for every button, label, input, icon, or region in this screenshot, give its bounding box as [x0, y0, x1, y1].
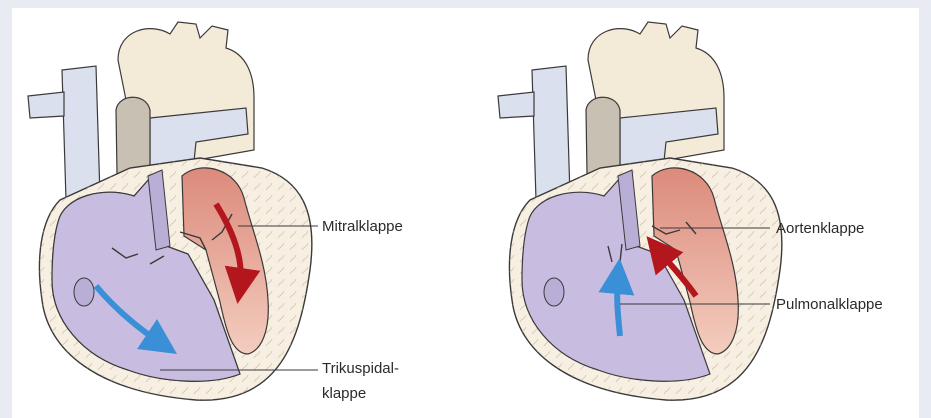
tricuspid-valve-label-line2: klappe — [322, 383, 366, 404]
pulmonary-valve-label: Pulmonalklappe — [776, 294, 883, 315]
coronary-sinus-opening — [544, 278, 564, 306]
heart-right — [498, 22, 782, 400]
superior-vena-cava — [62, 66, 100, 200]
tricuspid-valve-label-line1: Trikuspidal- — [322, 358, 399, 379]
aortic-valve-label: Aortenklappe — [776, 218, 864, 239]
superior-vena-cava — [532, 66, 570, 200]
heart-left — [28, 22, 318, 400]
coronary-sinus-opening — [74, 278, 94, 306]
blue-up-arrow — [617, 276, 620, 336]
left-pulmonary-vessel — [498, 92, 534, 118]
mitral-valve-label: Mitralklappe — [322, 216, 403, 237]
left-pulmonary-vessel — [28, 92, 64, 118]
